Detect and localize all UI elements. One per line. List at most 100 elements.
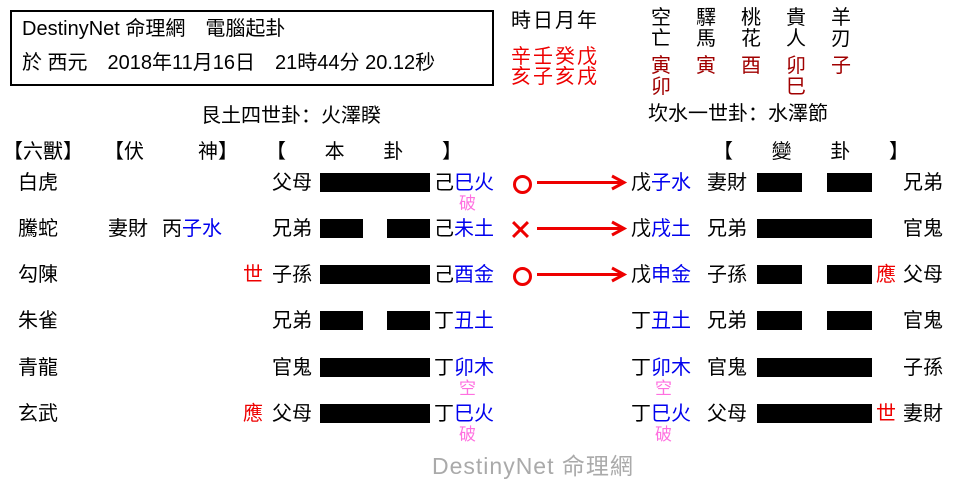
main-hexagram-broken-line [320,219,430,238]
six-beast-label: 勾陳 [18,264,58,286]
line-segment [320,219,363,238]
line-segment [757,173,802,192]
main-ganzhi-branch: 巳火 [454,172,494,194]
changed-hexagram-broken-line [757,311,872,330]
six-beast-label: 青龍 [18,357,58,379]
relation-changed-right: 妻財 [903,403,943,425]
line-segment [320,265,430,284]
main-ganzhi-stem: 己 [434,218,454,240]
main-hexagram-header-char: 本 [324,141,345,163]
hexagram-row: 勾陳世子孫己酉金 戊申金子孫應父母 [0,264,960,310]
six-beasts-header: 【六獸】 [3,141,83,163]
main-palace-title: 艮土四世卦：火澤睽 [201,105,381,127]
hidden-god-header-open: 【伏 [104,141,144,163]
main-ganzhi-branch: 巳火 [454,403,494,425]
line-segment [757,311,802,330]
bracket: 【 [266,141,286,163]
moving-yin-marker-icon [511,219,529,239]
main-hexagram-solid-line [320,404,430,423]
changed-ganzhi-stem: 丁 [631,403,651,425]
star-name-char: 貴 [786,7,806,29]
main-ganzhi: 己酉金 [434,264,494,286]
line-segment [757,404,872,423]
relation-changed-right: 父母 [903,264,943,286]
changed-ganzhi: 丁丑土 [631,310,691,332]
main-ganzhi-branch: 未土 [454,218,494,240]
change-arrow-icon [537,220,632,242]
bracket: 】 [441,141,462,163]
seat-marker-main: 世 [243,264,263,286]
changed-hexagram-solid-line [757,219,872,238]
main-hexagram-solid-line [320,265,430,284]
relation-changed: 子孫 [707,264,747,286]
main-hexagram-broken-line [320,311,430,330]
changed-hexagram-solid-line [757,404,872,423]
changed-hexagram-broken-line [757,265,872,284]
hexagram-row: 白虎父母己巳火破 戊子水妻財兄弟 [0,172,960,218]
star-column: 羊刃子 [830,8,852,77]
line-segment [320,358,430,377]
changed-ganzhi-branch: 申金 [651,264,691,286]
void-break-annotation: 破 [459,425,476,444]
line-segment [387,311,430,330]
line-segment [757,219,872,238]
star-column: 貴人卯巳 [785,8,807,98]
relation-changed-right: 子孫 [903,357,943,379]
main-ganzhi: 己巳火 [434,172,494,194]
relation-changed: 妻財 [707,172,747,194]
relation-main: 父母 [272,403,312,425]
changed-ganzhi: 丁巳火 [631,403,691,425]
changed-hexagram-header-char: 變 [771,141,792,163]
relation-main: 官鬼 [272,357,312,379]
moving-yang-marker-icon [513,175,532,194]
cast-datetime: 於 西元 2018年11月16日 21時44分 20.12秒 [22,52,436,74]
line-segment [757,358,872,377]
header-box: DestinyNet 命理網 電腦起卦 於 西元 2018年11月16日 21時… [10,10,494,86]
changed-ganzhi-branch: 子水 [651,172,691,194]
hidden-god-ganzhi: 丙子水 [162,218,222,240]
line-segment [320,311,363,330]
pillar-branches: 亥子亥戌 [511,66,599,88]
changed-ganzhi-stem: 丁 [631,357,651,379]
main-ganzhi-stem: 己 [434,264,454,286]
changed-ganzhi: 丁卯木 [631,357,691,379]
changed-ganzhi: 戊戌土 [631,218,691,240]
line-segment [387,219,430,238]
void-break-annotation: 空 [655,379,672,398]
main-hexagram-solid-line [320,358,430,377]
star-name-char: 亡 [651,28,671,50]
change-arrow-svg [537,266,628,283]
void-break-annotation: 破 [655,425,672,444]
relation-changed-right: 兄弟 [903,172,943,194]
relation-changed: 父母 [707,403,747,425]
main-hexagram-header: 【 本 卦 】 [266,141,462,163]
hexagram-row: 玄武應父母丁巳火破丁巳火破父母世妻財 [0,403,960,449]
main-ganzhi-branch: 卯木 [454,357,494,379]
changed-ganzhi-stem: 戊 [631,264,651,286]
star-value-char: 寅 [696,55,716,77]
main-ganzhi-branch: 酉金 [454,264,494,286]
star-name-char: 桃 [741,7,761,29]
relation-changed: 官鬼 [707,357,747,379]
change-arrow-icon [537,266,632,288]
relation-changed-right: 官鬼 [903,310,943,332]
star-name-char: 人 [786,28,806,50]
main-ganzhi-stem: 己 [434,172,454,194]
moving-yang-marker-icon [513,267,532,286]
seat-marker-changed: 世 [876,403,896,425]
star-value-char: 寅 [651,55,671,77]
main-ganzhi-stem: 丁 [434,403,454,425]
main-ganzhi: 丁巳火 [434,403,494,425]
changed-ganzhi-branch: 戌土 [651,218,691,240]
star-value-char: 巳 [786,76,806,98]
hidden-god-header-close: 神】 [198,141,238,163]
main-ganzhi-branch: 丑土 [454,310,494,332]
relation-main: 子孫 [272,264,312,286]
hidden-god-header: 【伏 神】 [104,141,238,163]
bracket: 【 [713,141,733,163]
relation-main: 兄弟 [272,310,312,332]
main-ganzhi-stem: 丁 [434,310,454,332]
watermark: DestinyNet 命理網 [432,453,634,479]
changed-ganzhi-stem: 戊 [631,218,651,240]
changed-ganzhi: 戊申金 [631,264,691,286]
